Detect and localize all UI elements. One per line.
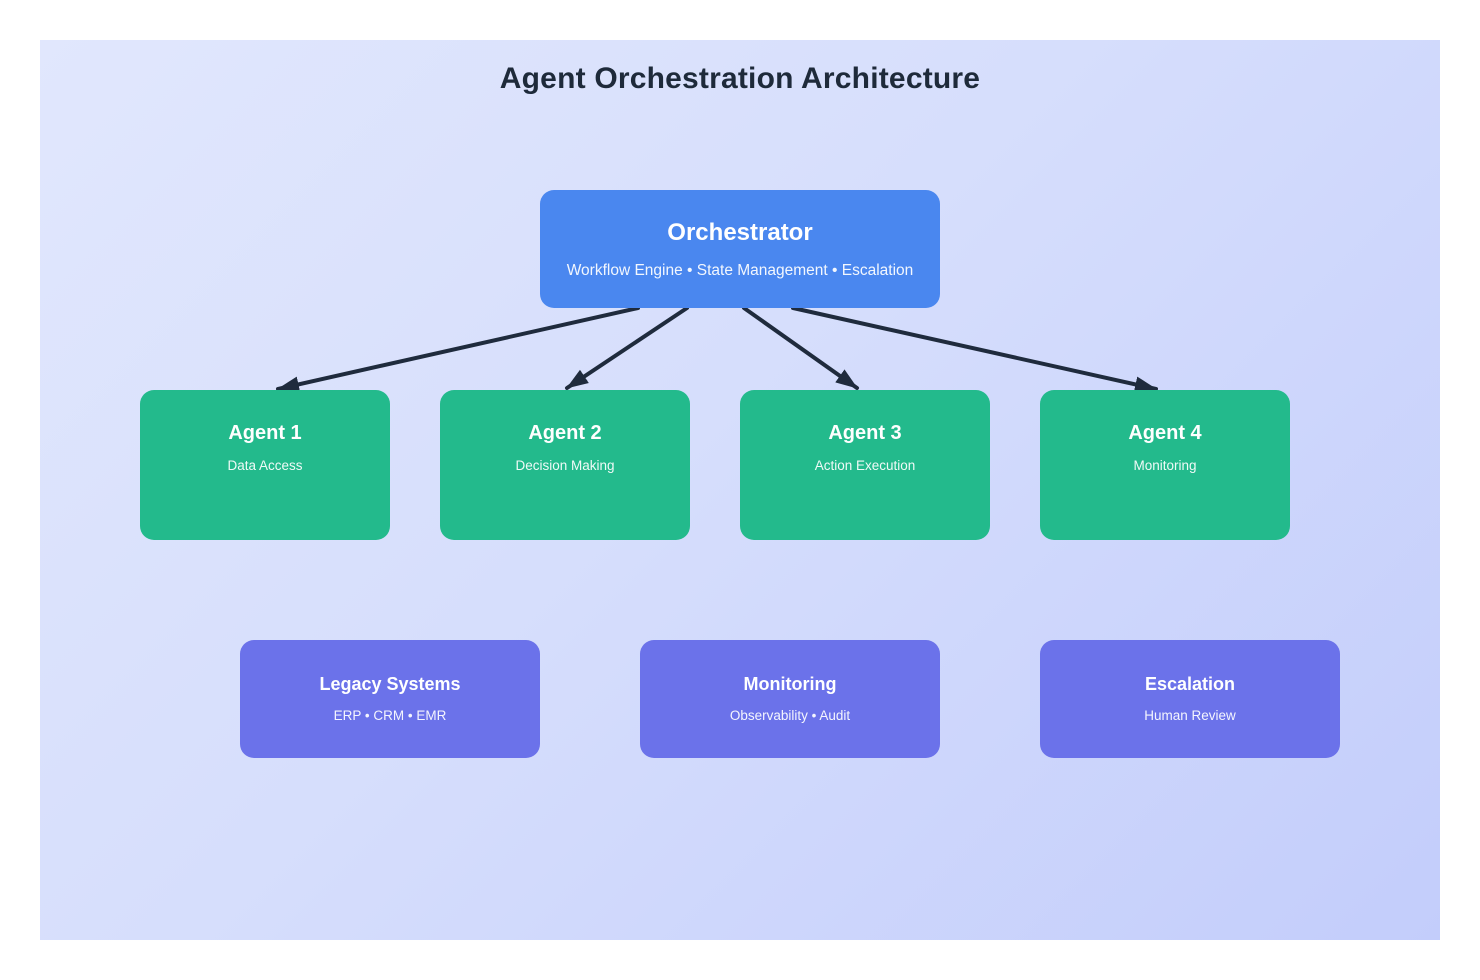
orchestrator-title: Orchestrator [667, 219, 813, 246]
escalation-subtitle: Human Review [1144, 708, 1236, 723]
diagram-canvas: Agent Orchestration Architecture Orchest… [40, 40, 1440, 940]
monitoring-subtitle: Observability • Audit [729, 708, 851, 723]
diagram-title: Agent Orchestration Architecture [499, 62, 981, 95]
agent-3-subtitle: Action Execution [814, 458, 916, 473]
orchestrator-subtitle: Workflow Engine • State Management • Esc… [566, 262, 914, 279]
agent-4-title: Agent 4 [1128, 422, 1202, 444]
agent-3-title: Agent 3 [828, 422, 902, 444]
arrow-orchestrator-to-agent-1 [276, 306, 640, 393]
monitoring-node: Monitoring Observability • Audit [640, 640, 940, 758]
legacy-systems-title: Legacy Systems [319, 674, 461, 694]
agent-1-subtitle: Data Access [227, 458, 303, 473]
agent-3-node: Agent 3 Action Execution [740, 390, 990, 540]
escalation-title: Escalation [1144, 674, 1236, 694]
agent-1-title: Agent 1 [228, 422, 302, 444]
arrow-orchestrator-to-agent-2 [565, 306, 689, 390]
orchestrator-node: Orchestrator Workflow Engine • State Man… [540, 190, 940, 308]
arrow-orchestrator-to-agent-3 [742, 306, 859, 390]
arrow-orchestrator-to-agent-4 [791, 306, 1158, 393]
agent-2-title: Agent 2 [528, 422, 602, 444]
legacy-systems-subtitle: ERP • CRM • EMR [333, 708, 447, 723]
escalation-node: Escalation Human Review [1040, 640, 1340, 758]
agent-4-node: Agent 4 Monitoring [1040, 390, 1290, 540]
agent-2-subtitle: Decision Making [515, 458, 615, 473]
legacy-systems-node: Legacy Systems ERP • CRM • EMR [240, 640, 540, 758]
monitoring-title: Monitoring [743, 674, 837, 694]
agent-1-node: Agent 1 Data Access [140, 390, 390, 540]
agent-4-subtitle: Monitoring [1133, 458, 1197, 473]
agent-2-node: Agent 2 Decision Making [440, 390, 690, 540]
